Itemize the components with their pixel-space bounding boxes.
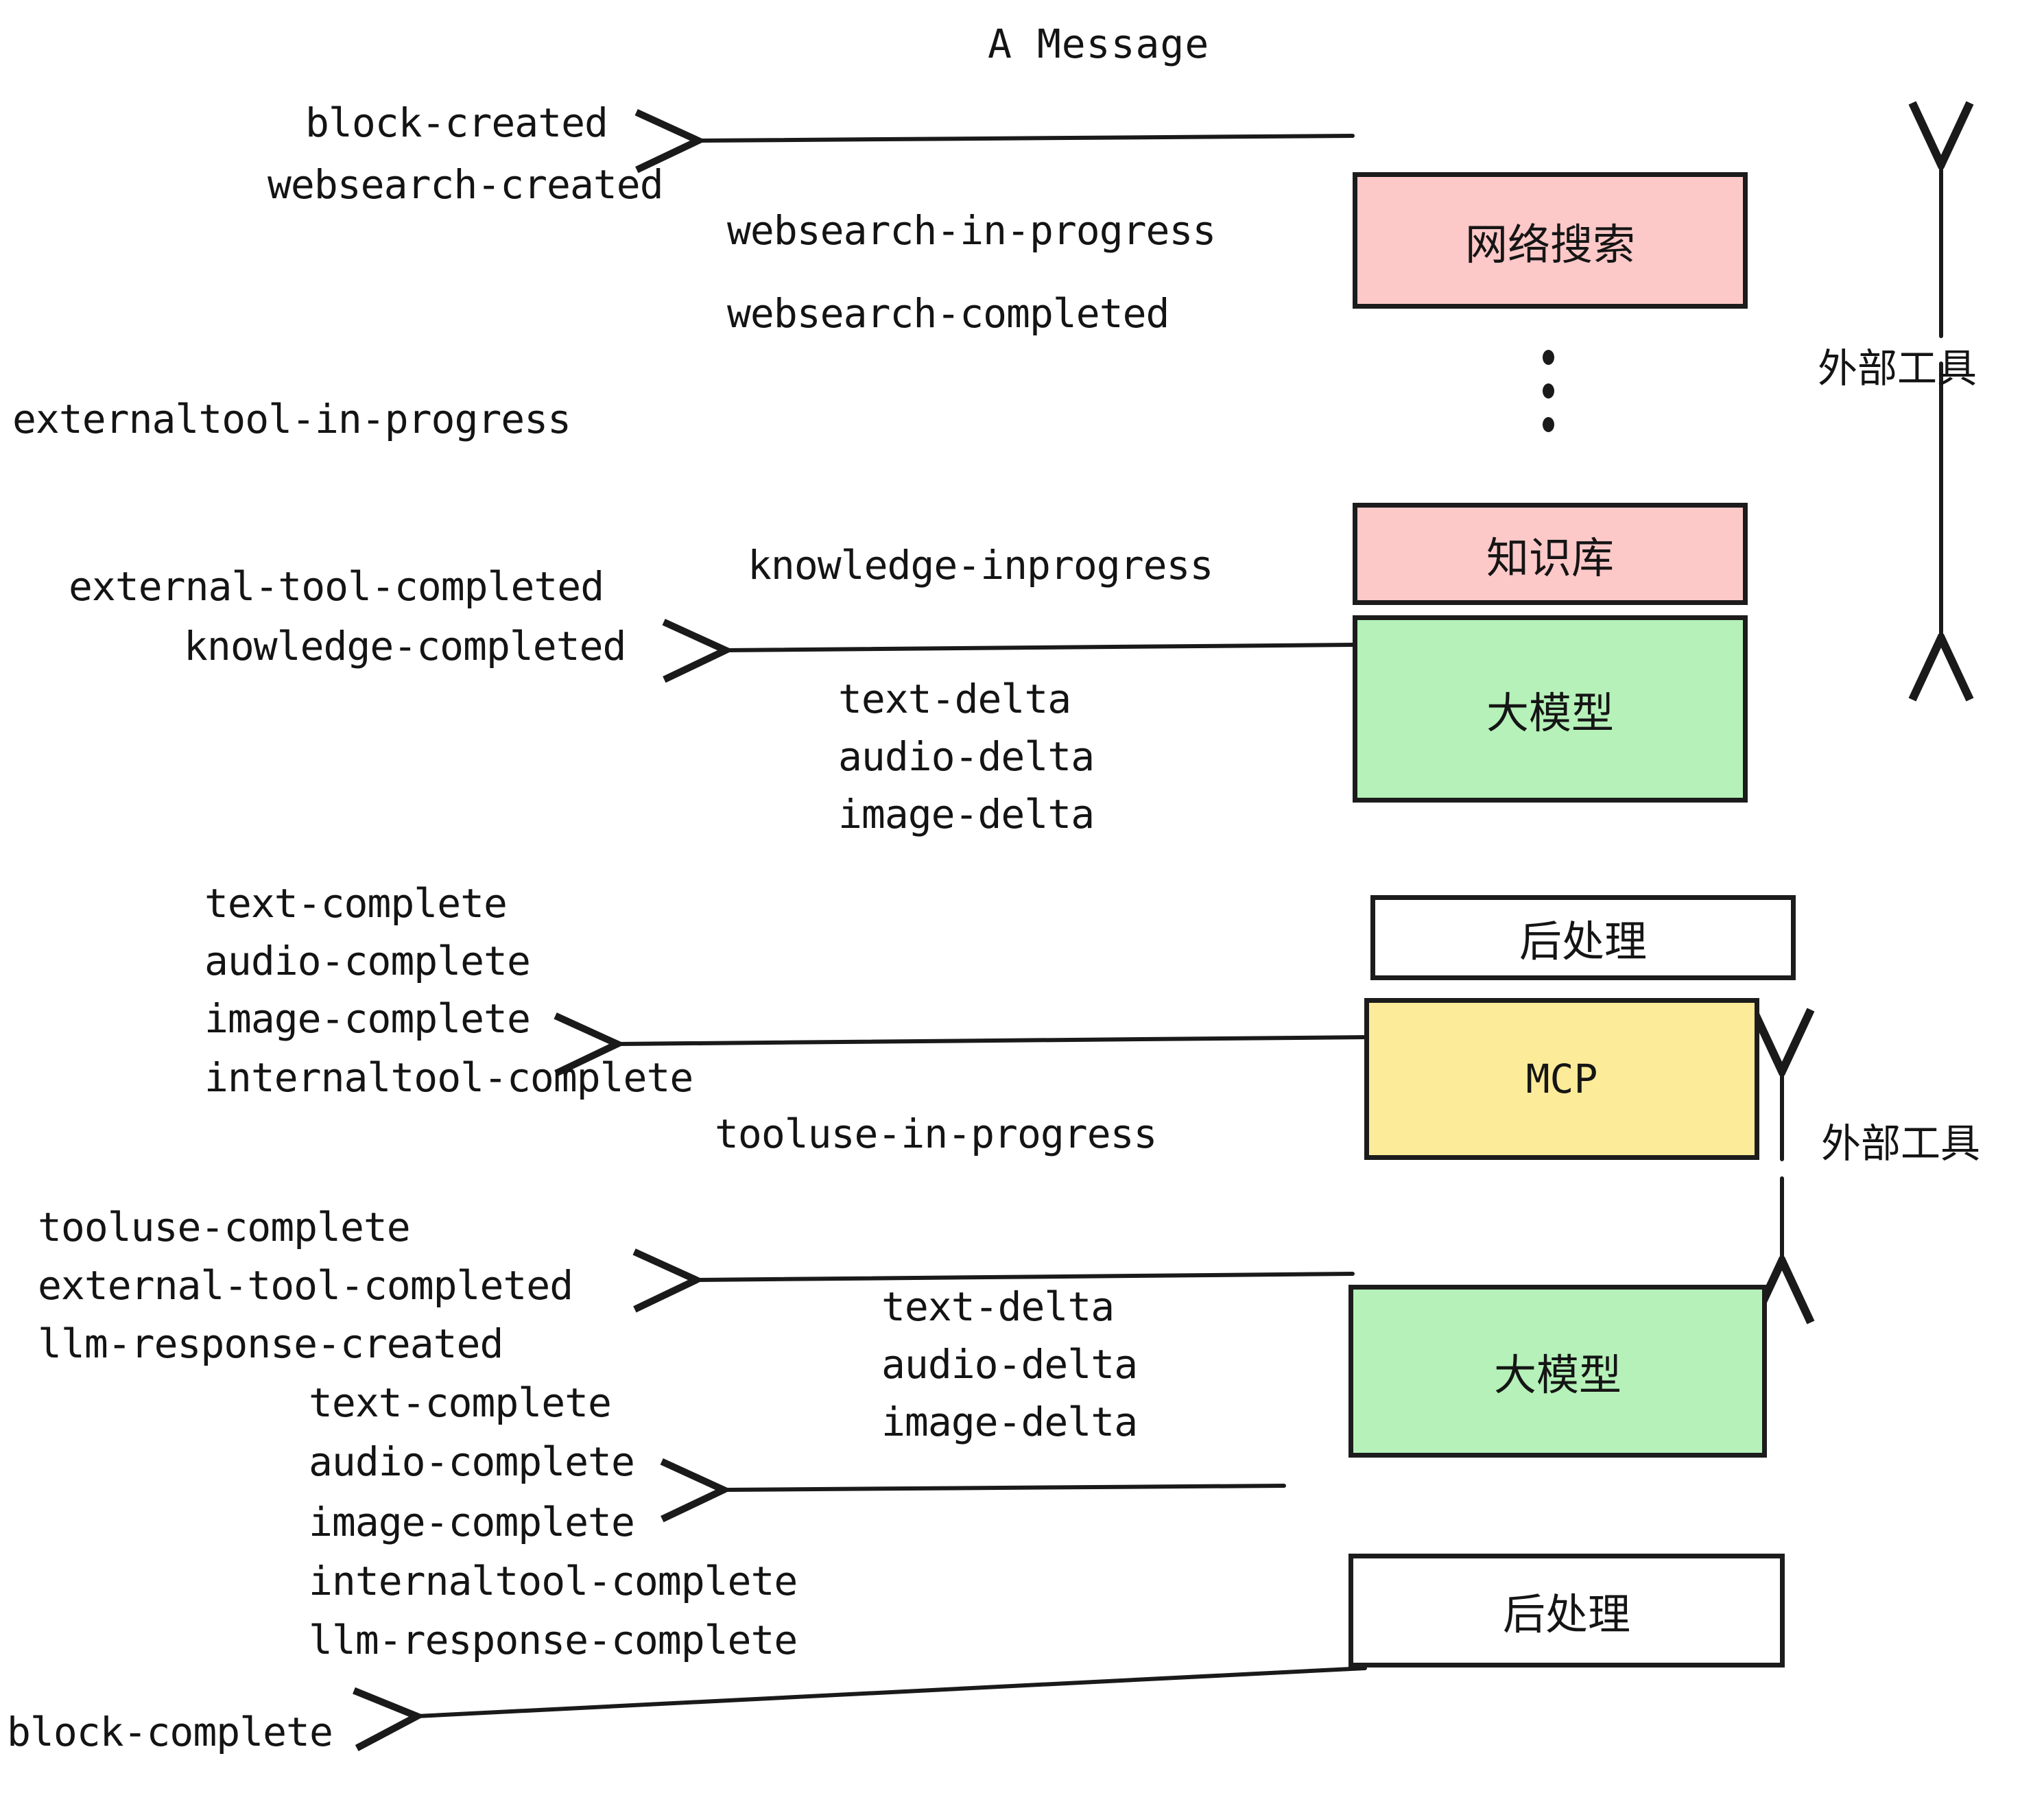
event-label-knowledge-inprogress: knowledge-inprogress [748,542,1213,589]
arrow-image-complete [617,1037,1372,1044]
arrow-block-complete [417,1666,1367,1716]
node-label-mcp: MCP [1525,1056,1598,1102]
node-label-knowledge: 知识库 [1486,532,1614,583]
event-label-image-delta-1: image-delta [838,791,1095,838]
node-box-postproc-2: 后处理 [1348,1554,1785,1667]
event-label-audio-delta-2: audio-delta [881,1341,1138,1388]
event-label-internaltool-complete-2: internaltool-complete [309,1558,798,1604]
node-label-postproc-1: 后处理 [1519,916,1647,966]
node-box-postproc-1: 后处理 [1370,895,1796,980]
node-box-llm-1: 大模型 [1353,615,1748,803]
node-box-knowledge: 知识库 [1353,503,1748,605]
event-label-block-complete: block-complete [7,1709,333,1755]
event-label-external-tool-completed-2: external-tool-completed [38,1262,573,1309]
event-label-image-complete-2: image-complete [309,1499,635,1545]
side-label-external-tools-bottom: 外部工具 [1821,1120,1981,1167]
event-label-tooluse-in-progress: tooluse-in-progress [715,1111,1157,1157]
arrow-block-created [698,136,1355,141]
event-label-knowledge-completed: knowledge-completed [184,623,626,669]
event-label-externaltool-in-progress: externaltool-in-progress [12,396,571,442]
event-label-image-delta-2: image-delta [881,1399,1138,1445]
event-label-external-tool-completed-1: external-tool-completed [69,563,604,610]
event-label-websearch-in-progress: websearch-in-progress [727,207,1216,254]
vertical-ellipsis-icon [1541,350,1555,432]
event-label-websearch-created: websearch-created [268,161,664,208]
event-label-internaltool-complete-1: internaltool-complete [204,1054,693,1101]
arrow-tooluse-complete [696,1274,1355,1280]
node-label-llm-2: 大模型 [1493,1350,1621,1400]
event-label-text-complete-2: text-complete [309,1379,612,1426]
node-box-mcp: MCP [1364,998,1759,1160]
node-label-websearch: 网络搜索 [1464,219,1635,270]
event-label-text-delta-1: text-delta [838,676,1071,722]
event-label-image-complete-1: image-complete [204,995,531,1042]
event-label-audio-complete-1: audio-complete [204,938,531,984]
event-label-audio-delta-1: audio-delta [838,733,1095,780]
event-label-text-delta-2: text-delta [881,1283,1115,1330]
node-label-llm-1: 大模型 [1486,687,1614,738]
event-label-websearch-completed: websearch-completed [727,290,1169,337]
arrow-audio-complete [724,1486,1286,1490]
node-label-postproc-2: 后处理 [1502,1589,1630,1639]
event-label-tooluse-complete: tooluse-complete [38,1204,411,1250]
event-label-audio-complete-2: audio-complete [309,1438,635,1485]
side-label-external-tools-top: 外部工具 [1818,345,1977,392]
event-label-block-created: block-created [305,99,608,146]
node-box-llm-2: 大模型 [1348,1285,1767,1458]
event-label-llm-response-created: llm-response-created [38,1320,503,1367]
diagram-title: A Message [988,21,1210,67]
arrow-knowledge-completed [726,645,1355,650]
event-label-llm-response-complete: llm-response-complete [309,1617,798,1663]
node-box-websearch: 网络搜索 [1353,172,1748,309]
event-label-text-complete-1: text-complete [204,880,508,927]
